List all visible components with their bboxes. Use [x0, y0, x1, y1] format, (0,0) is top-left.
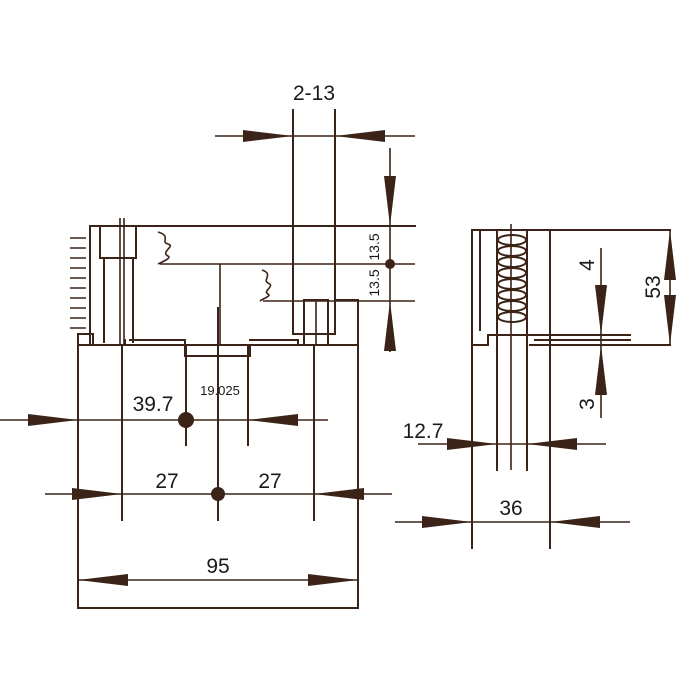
label-half-left: 27: [155, 470, 178, 493]
frame-left-foot: [77, 333, 94, 346]
label-center-offset: 19.025: [200, 383, 240, 398]
arrow: [664, 295, 676, 345]
side-coil-pins: [496, 229, 528, 471]
arrow: [595, 285, 607, 335]
arrow: [550, 516, 600, 528]
pin-offset-dot: [178, 412, 194, 428]
arrow: [308, 574, 358, 586]
post-body: [103, 257, 134, 343]
arrow: [248, 414, 298, 426]
arrow: [78, 574, 128, 586]
arrow: [384, 301, 396, 351]
halves-center-dot: [211, 487, 225, 501]
label-pitch-lower: 13.5: [366, 269, 382, 296]
upper-pin-outer: [292, 109, 336, 335]
base-top-steps: [92, 333, 186, 346]
label-total-width: 95: [206, 555, 229, 578]
label-side-width: 36: [499, 497, 522, 520]
arrow: [664, 230, 676, 280]
front-view: [70, 109, 416, 609]
arrow: [595, 345, 607, 395]
label-pin-offset: 39.7: [133, 393, 174, 416]
post-cap: [99, 225, 137, 259]
arrow: [335, 130, 385, 142]
arrow: [384, 176, 396, 226]
base-top-right: [249, 339, 299, 346]
side-view: [471, 224, 671, 549]
front-dimensions: 2-13 13.5 13.5 39.7 19.025 27 27 95: [0, 82, 415, 586]
side-base-step: [471, 334, 531, 346]
label-half-right: 27: [258, 470, 281, 493]
arrow: [72, 488, 122, 500]
spring-upper: [157, 231, 172, 265]
label-side-top: 4: [576, 259, 599, 271]
arrow: [447, 438, 497, 450]
pitch-center-dot: [385, 259, 395, 269]
arrow: [314, 488, 364, 500]
label-side-height: 53: [642, 275, 665, 298]
side-coil-windings: [497, 234, 527, 323]
arrow: [28, 414, 78, 426]
spring-lower: [259, 269, 272, 302]
label-pitch-upper: 13.5: [366, 233, 382, 260]
label-side-pin-offset: 12.7: [403, 420, 444, 443]
label-pin-width: 2-13: [293, 82, 335, 105]
label-side-bottom: 3: [576, 398, 599, 410]
post-center: [119, 218, 125, 345]
arrow: [243, 130, 293, 142]
arrow: [422, 516, 472, 528]
side-dimensions: 53 4 3 12.7 36: [395, 230, 676, 528]
left-coil: [70, 237, 86, 329]
arrow: [527, 438, 577, 450]
